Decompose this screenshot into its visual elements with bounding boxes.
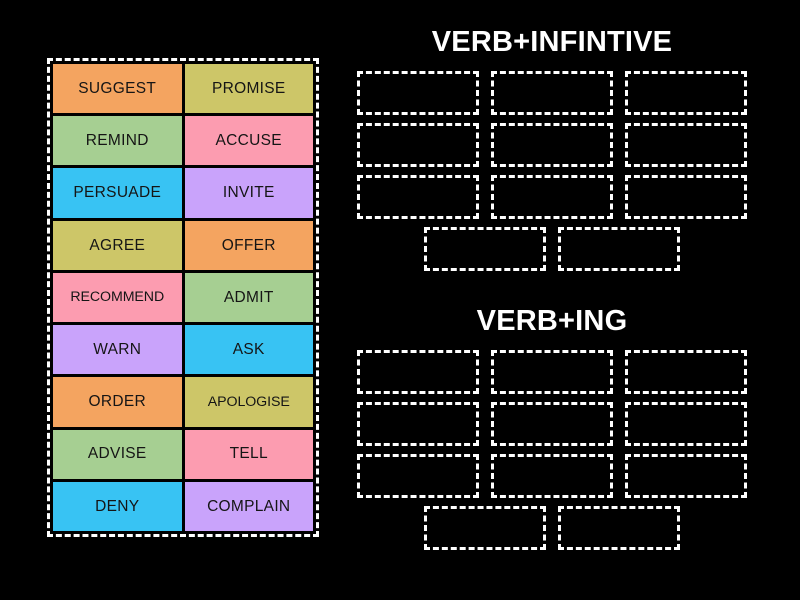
- drop-zone[interactable]: [491, 175, 613, 219]
- drop-zone[interactable]: [491, 350, 613, 394]
- section-verb-ing: VERB+ING: [352, 307, 752, 550]
- drop-zone-grid-infinitive-bottom: [352, 227, 752, 271]
- word-tile[interactable]: APOLOGISE: [184, 377, 313, 427]
- word-tile[interactable]: PERSUADE: [53, 168, 182, 218]
- drop-zone[interactable]: [357, 454, 479, 498]
- word-tile[interactable]: DENY: [53, 481, 182, 531]
- section-title-verb-infinitive: VERB+INFINTIVE: [431, 26, 673, 58]
- drop-zone[interactable]: [625, 175, 747, 219]
- drop-zone[interactable]: [625, 454, 747, 498]
- word-tile[interactable]: RECOMMEND: [53, 272, 182, 323]
- drop-zone[interactable]: [491, 71, 613, 115]
- word-tile[interactable]: COMPLAIN: [184, 481, 313, 531]
- drop-zone-grid-ing-bottom: [352, 506, 752, 550]
- section-title-verb-ing: VERB+ING: [476, 305, 628, 337]
- drop-zone[interactable]: [558, 227, 680, 271]
- drop-zone[interactable]: [491, 123, 613, 167]
- word-tile[interactable]: ACCUSE: [184, 116, 313, 166]
- drop-zone[interactable]: [357, 71, 479, 115]
- word-tile[interactable]: ADVISE: [53, 429, 182, 479]
- drop-zone[interactable]: [357, 350, 479, 394]
- drop-zone[interactable]: [625, 123, 747, 167]
- word-tile[interactable]: WARN: [53, 325, 182, 375]
- drop-zone[interactable]: [424, 506, 546, 550]
- drop-zone-grid-infinitive: [352, 71, 752, 219]
- drop-zone[interactable]: [625, 402, 747, 446]
- word-tile[interactable]: SUGGEST: [53, 64, 182, 114]
- drop-zone[interactable]: [625, 350, 747, 394]
- word-tile[interactable]: INVITE: [184, 168, 313, 218]
- drop-zone[interactable]: [491, 402, 613, 446]
- drop-zone[interactable]: [491, 454, 613, 498]
- word-tile[interactable]: TELL: [184, 429, 313, 479]
- drop-zone[interactable]: [357, 175, 479, 219]
- drop-zone[interactable]: [357, 123, 479, 167]
- word-tile[interactable]: AGREE: [53, 220, 182, 270]
- word-tile[interactable]: ADMIT: [184, 272, 313, 323]
- word-tile[interactable]: ASK: [184, 325, 313, 375]
- drop-zone[interactable]: [357, 402, 479, 446]
- word-tile[interactable]: OFFER: [184, 220, 313, 270]
- section-verb-infinitive: VERB+INFINTIVE: [352, 28, 752, 271]
- drop-zone[interactable]: [625, 71, 747, 115]
- word-tile[interactable]: ORDER: [53, 377, 182, 427]
- word-tile[interactable]: REMIND: [53, 116, 182, 166]
- drop-zone[interactable]: [424, 227, 546, 271]
- word-tile[interactable]: PROMISE: [184, 64, 313, 114]
- drop-zone-grid-ing: [352, 350, 752, 498]
- drop-zone[interactable]: [558, 506, 680, 550]
